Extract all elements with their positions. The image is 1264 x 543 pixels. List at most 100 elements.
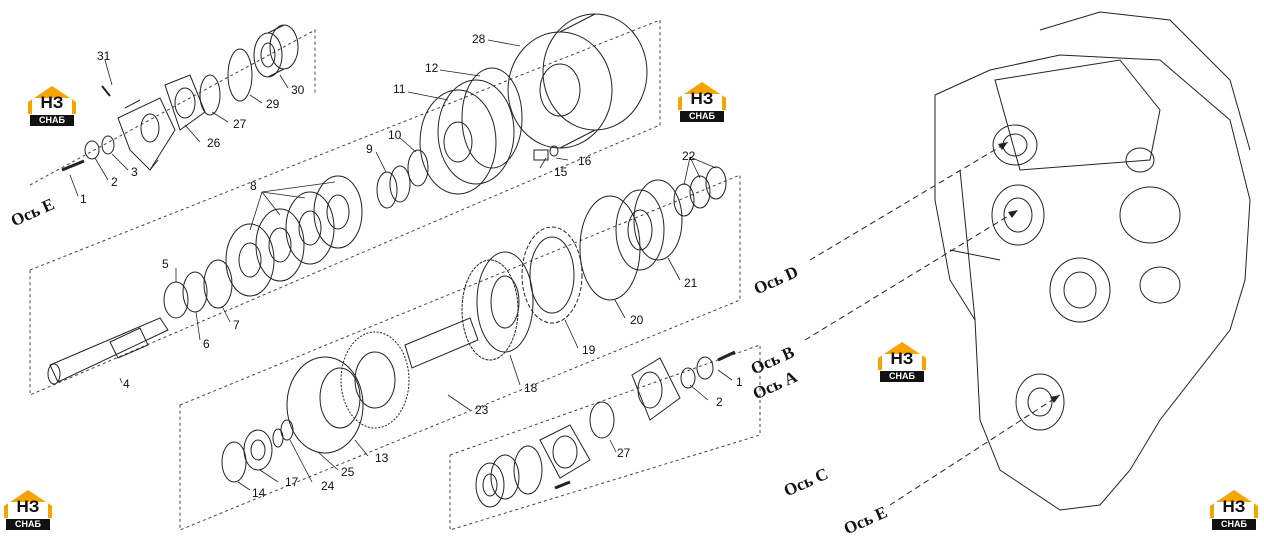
washer-bottom [696, 356, 714, 380]
brand-logo-bottom-left: НЗ СНАБ [2, 488, 54, 532]
washer-top [84, 140, 100, 160]
part-label: 29 [266, 97, 280, 111]
part-label: 5 [162, 257, 169, 271]
ring-14 [221, 441, 247, 483]
brand-logo-bottom-right: НЗ СНАБ [1208, 488, 1260, 532]
snap-ring-bottom [513, 445, 543, 495]
axis-arrowheads [998, 142, 1060, 403]
house-icon [4, 490, 52, 518]
part-label: 13 [375, 451, 389, 465]
part-label: 7 [233, 318, 240, 332]
ring-10 [407, 149, 429, 187]
logo-subtitle: СНАБ [880, 371, 924, 382]
ring-27-bottom [589, 401, 615, 439]
group-outline-top-left [29, 29, 316, 186]
part-label: 14 [252, 486, 266, 500]
part-label: 10 [388, 128, 402, 142]
logo-mark: НЗ [890, 349, 914, 368]
plate-13 [286, 356, 364, 454]
clutch-pack-18 [461, 251, 534, 361]
rings-22 [673, 166, 727, 217]
part-label: 2 [716, 395, 723, 409]
yoke-assembly-top [101, 85, 176, 171]
logo-subtitle: СНАБ [30, 115, 74, 126]
logo-subtitle: СНАБ [680, 111, 724, 122]
logo-mark: НЗ [1222, 497, 1246, 516]
ring-20 [579, 195, 641, 301]
brand-logo-right: НЗ СНАБ [876, 340, 928, 384]
part-label: 8 [250, 179, 257, 193]
part-label: 27 [233, 117, 247, 131]
ring-27-top [199, 74, 221, 116]
part-label: 11 [393, 82, 406, 96]
house-icon [678, 82, 726, 110]
group-outline-mid [29, 19, 661, 396]
brand-logo-top-center: НЗ СНАБ [676, 80, 728, 124]
part-label: 31 [97, 49, 111, 63]
transmission-housing [934, 11, 1251, 511]
seal-12 [461, 67, 523, 169]
house-icon [878, 342, 926, 370]
logo-mark: НЗ [16, 497, 40, 516]
yoke-assembly-bottom [631, 357, 681, 421]
bolt-bottom-flange [554, 480, 571, 490]
ring-7 [203, 259, 233, 309]
part-label: 22 [682, 149, 696, 163]
part-label: 3 [131, 165, 138, 179]
part-label: 15 [554, 165, 568, 179]
part-label: 9 [366, 142, 373, 156]
flange-bottom [539, 424, 591, 479]
part-label: 16 [578, 154, 592, 168]
part-label: 21 [684, 276, 698, 290]
house-icon [1210, 490, 1258, 518]
oring-top [101, 135, 115, 155]
part-label: 25 [341, 465, 355, 479]
ring-6 [182, 271, 208, 313]
logo-subtitle: СНАБ [6, 519, 50, 530]
part-label: 28 [472, 32, 486, 46]
shaft-4 [47, 317, 169, 385]
logo-subtitle: СНАБ [1212, 519, 1256, 530]
group-outline-bottom [449, 344, 761, 531]
clutch-drum-28 [507, 13, 648, 149]
part-label: 2 [111, 175, 118, 189]
bearing-30 [253, 24, 299, 78]
part-label: 1 [80, 192, 87, 206]
bearing-21 [615, 179, 683, 271]
part-label: 17 [285, 475, 299, 489]
bolt-bottom [717, 350, 736, 362]
part-label: 1 [736, 375, 743, 389]
brand-logo-top-left: НЗ СНАБ [26, 84, 78, 128]
part-label: 23 [475, 403, 489, 417]
part-label: 24 [321, 479, 335, 493]
part-label: 12 [425, 61, 439, 75]
part-label: 30 [291, 83, 305, 97]
part-label: 26 [207, 136, 221, 150]
piston-11 [419, 79, 515, 195]
bearing-bottom [475, 454, 520, 508]
clutch-discs-8 [225, 175, 363, 297]
sleeve-9 [376, 171, 398, 209]
part-label: 6 [203, 337, 210, 351]
bearing-17 [243, 429, 273, 471]
group-outline-lower [179, 174, 741, 531]
part-label: 18 [524, 381, 538, 395]
part-label: 27 [617, 446, 631, 460]
axis-pointers [804, 141, 1061, 506]
snap-ring-29 [227, 48, 253, 102]
part-label: 20 [630, 313, 644, 327]
house-icon [28, 86, 76, 114]
logo-mark: НЗ [40, 93, 64, 112]
oring-bottom [680, 367, 696, 389]
part-label: 4 [123, 377, 130, 391]
logo-mark: НЗ [690, 89, 714, 108]
disc-19 [521, 226, 583, 324]
spring-15 [533, 149, 549, 161]
leader-lines [69, 39, 733, 491]
ring-25 [272, 428, 284, 448]
ball-16 [549, 145, 559, 157]
bolt-top [61, 159, 85, 172]
gear-23 [340, 317, 479, 429]
